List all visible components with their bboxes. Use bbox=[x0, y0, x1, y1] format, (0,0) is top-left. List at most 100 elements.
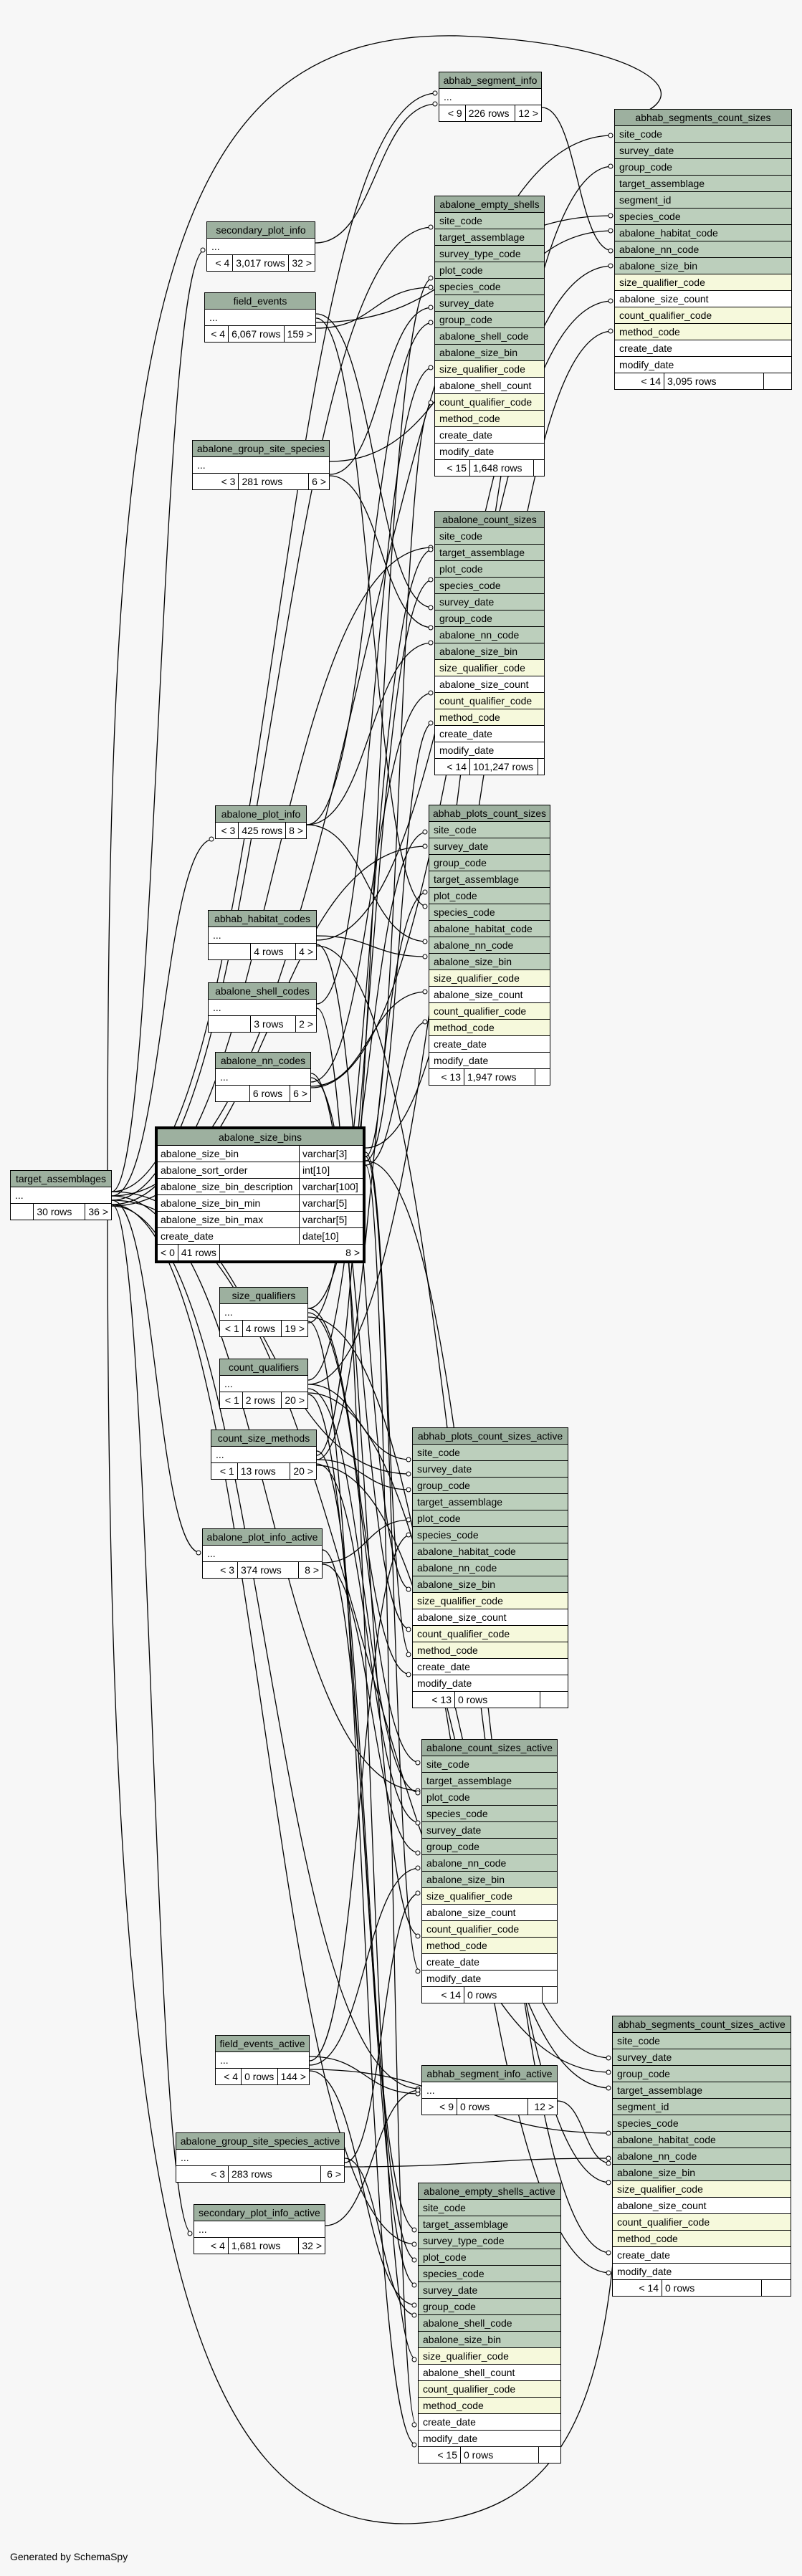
relationship-line bbox=[365, 1151, 411, 1655]
crowfoot-marker bbox=[422, 954, 428, 959]
column-group-code: group_code bbox=[429, 855, 550, 871]
crowfoot-marker bbox=[411, 2357, 417, 2362]
table-header: abalone_empty_shells_active bbox=[419, 2183, 560, 2200]
column-plot-code: plot_code bbox=[413, 1510, 568, 1527]
column-species-code: species_code bbox=[429, 904, 550, 921]
crowfoot-marker bbox=[406, 1471, 411, 1477]
column-target-assemblage: target_assemblage bbox=[429, 871, 550, 888]
crowfoot-marker bbox=[415, 2091, 421, 2097]
column-abalone-size-bin: abalone_size_bin bbox=[615, 258, 791, 274]
row-count: 0 rows bbox=[242, 2069, 278, 2084]
crowfoot-marker bbox=[608, 213, 614, 219]
column-abalone-habitat-code: abalone_habitat_code bbox=[613, 2132, 791, 2148]
relationship-line bbox=[316, 935, 428, 957]
column-modify-date: modify_date bbox=[413, 1675, 568, 1692]
child-count: 20 > bbox=[285, 1394, 305, 1406]
column-size-qualifier-code: size_qualifier_code bbox=[435, 361, 544, 378]
crowfoot-marker bbox=[415, 1850, 421, 1856]
column-species-code: species_code bbox=[419, 2266, 560, 2282]
relationship-line bbox=[365, 402, 434, 1157]
row-count: 0 rows bbox=[455, 1692, 540, 1708]
column-survey-date: survey_date bbox=[413, 1461, 568, 1478]
column-abalone-size-bin: abalone_size_bin bbox=[435, 345, 544, 361]
row-count: 41 rows bbox=[178, 1245, 220, 1260]
column-create-date: create_date bbox=[419, 2414, 560, 2431]
relationship-line bbox=[322, 1519, 411, 1564]
child-count: 6 > bbox=[327, 2168, 341, 2180]
row-count: 425 rows bbox=[239, 823, 287, 838]
column-survey-date: survey_date bbox=[615, 143, 791, 159]
row-count: 3 rows bbox=[251, 1016, 297, 1032]
child-count: 8 > bbox=[345, 1247, 360, 1258]
column-group-code: group_code bbox=[435, 312, 544, 328]
column-abalone-nn-code: abalone_nn_code bbox=[422, 1855, 557, 1872]
table-header: target_assemblages bbox=[11, 1171, 111, 1187]
relationship-line bbox=[541, 107, 614, 252]
column-target-assemblage: target_assemblage bbox=[435, 229, 544, 246]
crowfoot-marker bbox=[428, 720, 434, 726]
table-header: abalone_shell_codes bbox=[209, 983, 316, 1000]
column-group-code: group_code bbox=[615, 159, 791, 176]
parent-count: < 14 bbox=[435, 759, 470, 775]
crowfoot-marker bbox=[411, 2227, 417, 2233]
column-survey-date: survey_date bbox=[613, 2049, 791, 2066]
column-count-qualifier-code: count_qualifier_code bbox=[413, 1626, 568, 1642]
column-abalone-size-bin: abalone_size_bin bbox=[435, 643, 544, 660]
row-count: 101,247 rows bbox=[470, 759, 538, 775]
collapsed-columns: ... bbox=[439, 89, 541, 105]
column-abalone-size-count: abalone_size_count bbox=[615, 291, 791, 307]
relationship-line bbox=[111, 1195, 421, 1791]
child-count bbox=[762, 2280, 791, 2296]
column-name: abalone_size_bin_description bbox=[158, 1179, 300, 1194]
parent-count: < 4 bbox=[207, 255, 234, 271]
crowfoot-marker bbox=[428, 605, 434, 611]
relationship-line bbox=[309, 1534, 411, 2062]
parent-count bbox=[216, 1086, 250, 1101]
column-plot-code: plot_code bbox=[435, 561, 544, 578]
crowfoot-marker bbox=[422, 989, 428, 995]
crowfoot-marker bbox=[428, 284, 434, 290]
parent-count: < 14 bbox=[422, 1987, 464, 2003]
parent-count: < 0 bbox=[158, 1245, 178, 1260]
column-count-qualifier-code: count_qualifier_code bbox=[422, 1921, 557, 1938]
child-count: 20 > bbox=[293, 1465, 313, 1477]
column-abalone-shell-count: abalone_shell_count bbox=[435, 378, 544, 394]
parent-count: < 3 bbox=[203, 1562, 238, 1578]
parent-count: < 4 bbox=[205, 326, 229, 342]
collapsed-columns: ... bbox=[209, 1000, 316, 1016]
